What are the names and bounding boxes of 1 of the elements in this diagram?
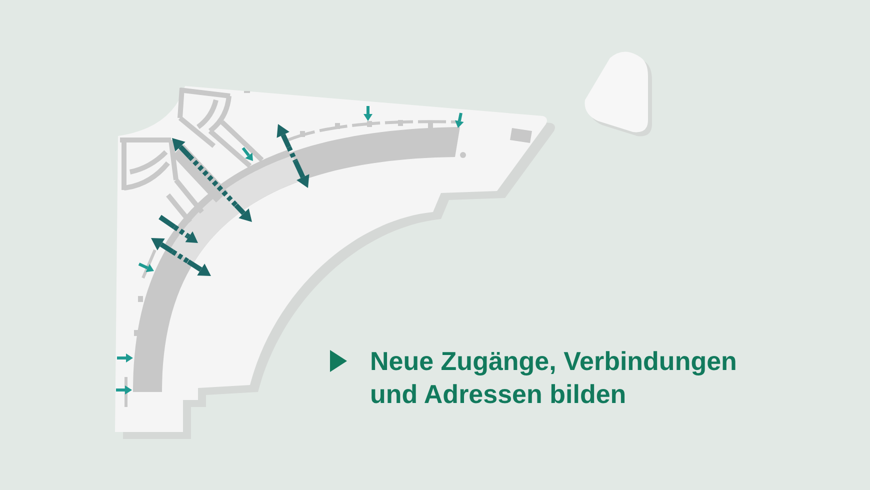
bullet-text: Neue Zugänge, Verbindungen und Adressen bilden: [370, 345, 738, 411]
